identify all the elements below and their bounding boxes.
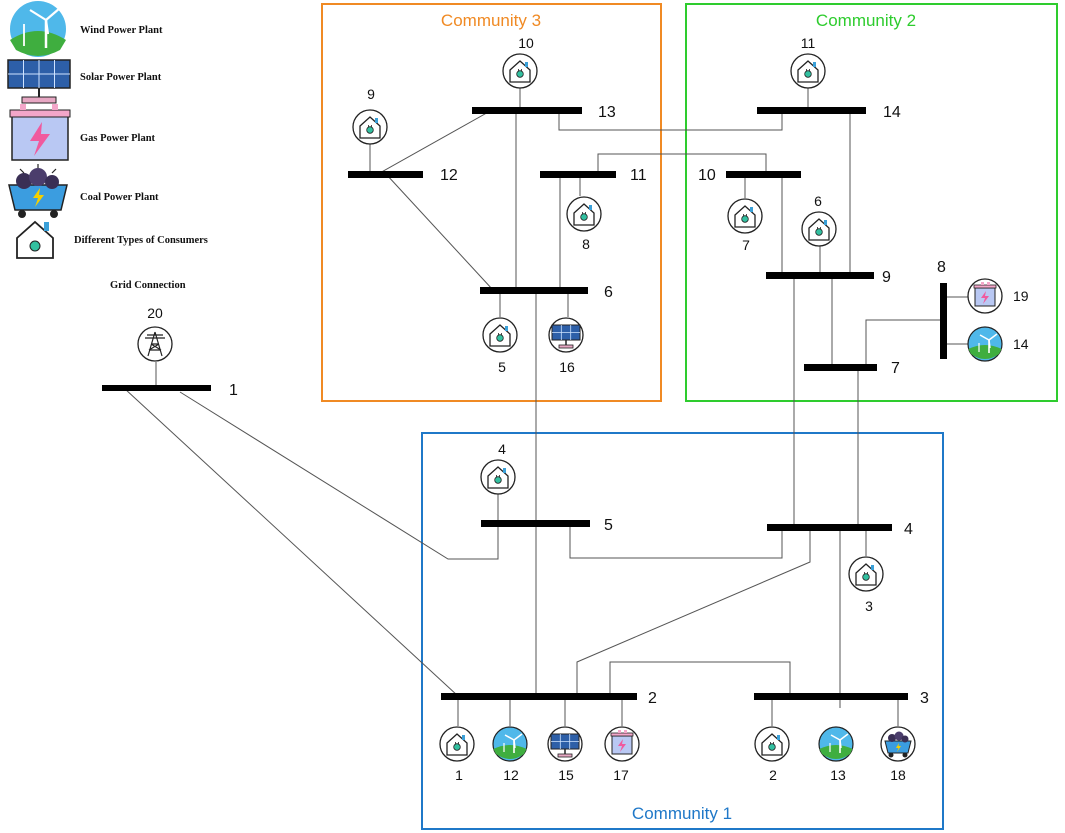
- bus-12-label: 12: [440, 167, 458, 184]
- consumer-icon: [482, 317, 518, 353]
- community-3-label: Community 3: [441, 11, 541, 30]
- bus-4-label: 4: [904, 521, 913, 538]
- consumer-legend-icon: [16, 220, 54, 259]
- wind-13-label: 13: [830, 767, 846, 783]
- solar-power-icon: [548, 317, 584, 353]
- coal-power-icon: [880, 726, 916, 762]
- bus-10: [726, 171, 801, 178]
- consumer-9-label: 9: [367, 86, 375, 102]
- consumer-icon: [754, 726, 790, 762]
- consumer-6-label: 6: [814, 193, 822, 209]
- node-20-label: 20: [147, 305, 163, 321]
- bus-3: [754, 693, 908, 700]
- community-1-label: Community 1: [632, 804, 732, 823]
- nodes: 20 10 9 8 5 16 11 7 6 19 14 4 3 1 12: [137, 35, 1029, 783]
- bus-2-label: 2: [648, 690, 657, 707]
- bus-1-label: 1: [229, 382, 238, 399]
- consumer-icon: [727, 198, 763, 234]
- gas-power-legend-icon: [9, 104, 71, 161]
- coal-power-legend-icon: [8, 164, 68, 218]
- bus-6: [480, 287, 588, 294]
- wind-12-label: 12: [503, 767, 519, 783]
- bus-2: [441, 693, 637, 700]
- consumer-icon: [801, 211, 837, 247]
- bus-7: [804, 364, 877, 371]
- consumer-11-label: 11: [801, 35, 816, 51]
- consumer-icon: [566, 196, 602, 232]
- community-2-box: [685, 3, 1058, 402]
- legend: Wind Power Plant Solar Power Plant Gas P…: [7, 1, 208, 291]
- consumer-2-label: 2: [769, 767, 777, 783]
- community-2-label: Community 2: [816, 11, 916, 30]
- consumer-10-label: 10: [518, 35, 534, 51]
- bus-8-label: 8: [937, 259, 946, 276]
- consumer-4-label: 4: [498, 441, 506, 457]
- gas-17-label: 17: [613, 767, 629, 783]
- bus-8: [940, 283, 947, 359]
- consumer-icon: [439, 726, 475, 762]
- bus-1: [102, 385, 211, 391]
- consumer-1-label: 1: [455, 767, 463, 783]
- consumer-5-label: 5: [498, 359, 506, 375]
- bus-11-label: 11: [630, 167, 647, 184]
- gas-power-icon: [967, 278, 1003, 314]
- consumer-icon: [480, 459, 516, 495]
- bus-4: [767, 524, 892, 531]
- bus-6-label: 6: [604, 284, 613, 301]
- device-connectors: [155, 88, 968, 726]
- bus-14-label: 14: [883, 104, 901, 121]
- coal-18-label: 18: [890, 767, 906, 783]
- bus-13-label: 13: [598, 104, 616, 121]
- wind-power-icon: [967, 326, 1003, 362]
- gas-power-icon: [604, 726, 640, 762]
- buses: 1 2 3 4 5 6 7 8 9 10 11 12 13 14: [102, 104, 947, 707]
- legend-coal-label: Coal Power Plant: [80, 192, 159, 203]
- solar-16-label: 16: [559, 359, 575, 375]
- bus-12: [348, 171, 423, 178]
- bus-14: [757, 107, 866, 114]
- bus-9: [766, 272, 874, 279]
- bus-3-label: 3: [920, 690, 929, 707]
- bus-5: [481, 520, 590, 527]
- bus-7-label: 7: [891, 360, 900, 377]
- consumer-icon: [502, 53, 538, 89]
- wind-power-icon: [492, 726, 528, 762]
- wind-power-icon: [818, 726, 854, 762]
- legend-wind-label: Wind Power Plant: [80, 25, 163, 36]
- community-3-box: [321, 3, 662, 402]
- community-1-box: [421, 432, 944, 830]
- bus-11: [540, 171, 616, 178]
- consumer-icon: [352, 109, 388, 145]
- solar-power-legend-icon: [7, 59, 71, 104]
- wind-14-label: 14: [1013, 336, 1029, 352]
- consumer-7-label: 7: [742, 237, 750, 253]
- bus-5-label: 5: [604, 517, 613, 534]
- gas-19-label: 19: [1013, 288, 1029, 304]
- bus-10-label: 10: [698, 167, 716, 184]
- consumer-8-label: 8: [582, 236, 590, 252]
- consumer-icon: [848, 556, 884, 592]
- wind-power-legend-icon: [10, 1, 66, 57]
- bus-9-label: 9: [882, 269, 891, 286]
- transmission-lines: [123, 109, 943, 708]
- legend-consumer-label: Different Types of Consumers: [74, 235, 208, 246]
- legend-grid-label: Grid Connection: [110, 280, 186, 291]
- legend-solar-label: Solar Power Plant: [80, 72, 162, 83]
- consumer-icon: [790, 53, 826, 89]
- grid-connection-icon: [137, 326, 173, 362]
- solar-power-icon: [547, 726, 583, 762]
- solar-15-label: 15: [558, 767, 574, 783]
- legend-gas-label: Gas Power Plant: [80, 133, 156, 144]
- consumer-3-label: 3: [865, 598, 873, 614]
- bus-13: [472, 107, 582, 114]
